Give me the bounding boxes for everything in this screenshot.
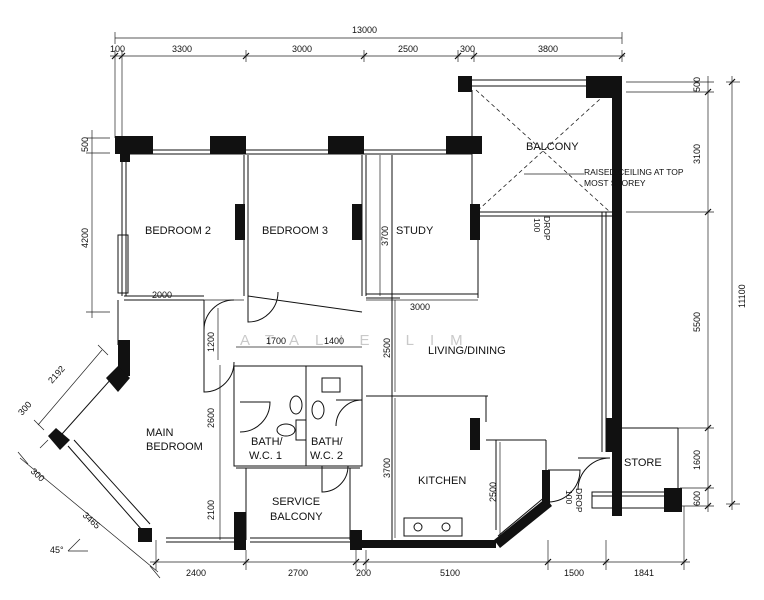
dim-bottom-6: 1841 <box>634 568 654 578</box>
dim-top-1: 100 <box>110 44 125 54</box>
dim-left-2: 4200 <box>80 228 90 248</box>
watermark-text: ATALIE LIM <box>240 332 479 349</box>
living-dining-label: LIVING/DINING <box>428 345 506 357</box>
service-balcony-label-line2: BALCONY <box>270 511 323 523</box>
bedroom-3-label: BEDROOM 3 <box>262 225 328 237</box>
dim-top-2: 3300 <box>172 44 192 54</box>
dim-diag-4: 3465 <box>81 510 103 531</box>
dim-top-4: 2500 <box>398 44 418 54</box>
dim-interior-2000: 2000 <box>152 290 172 300</box>
dimension-labels: 13000 100 3300 3000 2500 300 3800 500 42… <box>16 25 747 578</box>
dim-right-5: 600 <box>692 491 702 506</box>
study-label: STUDY <box>396 225 434 237</box>
dim-interior-3000: 3000 <box>410 302 430 312</box>
dim-right-4: 1600 <box>692 450 702 470</box>
dim-interior-2500-kitchen: 2500 <box>488 482 498 502</box>
dim-right-1: 500 <box>692 77 702 92</box>
raised-ceiling-note-line2: MOST STOREY <box>584 178 646 188</box>
dim-interior-3700-kitchen: 3700 <box>382 458 392 478</box>
angle-label: 45° <box>50 545 64 555</box>
balcony-drop-label: DROP <box>542 216 552 241</box>
dim-bottom-2: 2700 <box>288 568 308 578</box>
dimension-lines <box>17 32 740 579</box>
dim-left-1: 500 <box>80 137 90 152</box>
plan-notes: RAISED CEILING AT TOP MOST STOREY 100 DR… <box>50 167 684 555</box>
dim-top-3: 3000 <box>292 44 312 54</box>
dim-top-5: 300 <box>460 44 475 54</box>
dim-interior-3700-study: 3700 <box>380 226 390 246</box>
main-bedroom-label-line2: BEDROOM <box>146 441 203 453</box>
room-labels: BEDROOM 2 BEDROOM 3 STUDY BALCONY LIVING… <box>145 141 662 523</box>
dim-bottom-4: 5100 <box>440 568 460 578</box>
dim-right-total: 11100 <box>737 284 747 308</box>
bath-wc1-label-line1: BATH/ <box>251 436 284 448</box>
store-drop-label: DROP <box>574 488 584 513</box>
main-bedroom-label-line1: MAIN <box>146 427 174 439</box>
dim-interior-2100: 2100 <box>206 500 216 520</box>
bath-wc2-label-line2: W.C. 2 <box>310 450 343 462</box>
service-balcony-label-line1: SERVICE <box>272 496 320 508</box>
balcony-label: BALCONY <box>526 141 579 153</box>
bath-wc1-label-line2: W.C. 1 <box>249 450 282 462</box>
store-label: STORE <box>624 457 662 469</box>
dim-top-total: 13000 <box>352 25 377 35</box>
dim-diag-2: 300 <box>16 399 33 417</box>
balcony-drop-value: 100 <box>532 218 542 232</box>
dim-interior-2600: 2600 <box>206 408 216 428</box>
dim-top-6: 3800 <box>538 44 558 54</box>
kitchen-label: KITCHEN <box>418 475 466 487</box>
dim-bottom-3: 200 <box>356 568 371 578</box>
raised-ceiling-note-line1: RAISED CEILING AT TOP <box>584 167 684 177</box>
dim-interior-1200: 1200 <box>206 332 216 352</box>
store-drop-value: 100 <box>564 490 574 504</box>
dim-bottom-1: 2400 <box>186 568 206 578</box>
dim-right-3: 5500 <box>692 312 702 332</box>
dim-interior-1700: 1700 <box>266 336 286 346</box>
walls <box>48 76 682 550</box>
bedroom-2-label: BEDROOM 2 <box>145 225 211 237</box>
dim-diag-1: 2192 <box>46 364 67 386</box>
dim-bottom-5: 1500 <box>564 568 584 578</box>
dim-diag-3: 300 <box>29 466 47 483</box>
bath-wc2-label-line1: BATH/ <box>311 436 344 448</box>
interior-lines <box>61 79 679 543</box>
dim-interior-1400: 1400 <box>324 336 344 346</box>
dim-right-2: 3100 <box>692 144 702 164</box>
dim-interior-2500-living: 2500 <box>382 338 392 358</box>
